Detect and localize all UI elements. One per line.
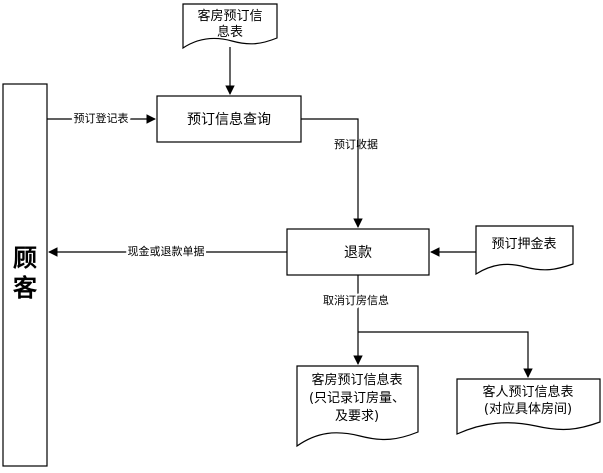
booking-register-form-label: 预订登记表 [74, 111, 129, 125]
refund-label: 退款 [344, 245, 372, 261]
guest-booking-info-line2: (对应具体房间) [484, 401, 572, 417]
customer-label-line1: 顾 [13, 244, 37, 272]
cash-or-refund-slip-label: 现金或退款单据 [128, 244, 205, 258]
booking-query-label: 预订信息查询 [187, 111, 271, 128]
customer-actor-box [2, 83, 48, 467]
deposit-document [475, 225, 574, 276]
cancel-booking-info-label: 取消订房信息 [323, 293, 389, 307]
guest-booking-info-document [456, 378, 601, 435]
room-booking-info-document [182, 3, 278, 50]
deposit-label: 预订押金表 [491, 236, 556, 252]
guest-booking-info-line1: 客人预订信息表 [482, 384, 573, 400]
room-booking-record-line1: 客房预订信息表 [311, 372, 402, 388]
arrow-query-to-refund [301, 118, 363, 228]
booking-receipt-label: 预订收据 [334, 137, 378, 151]
room-booking-record-line2: (只记录订房量、 [309, 390, 405, 406]
room-booking-record-line3: 及要求) [335, 409, 379, 424]
room-booking-info-line2: 息表 [217, 24, 243, 40]
customer-label-line2: 客 [13, 274, 38, 302]
booking-query-process [156, 95, 302, 143]
room-booking-info-line1: 客房预订信 [197, 8, 262, 24]
room-booking-record-document [296, 365, 419, 448]
arrow-refund-to-guest-record [358, 331, 533, 378]
